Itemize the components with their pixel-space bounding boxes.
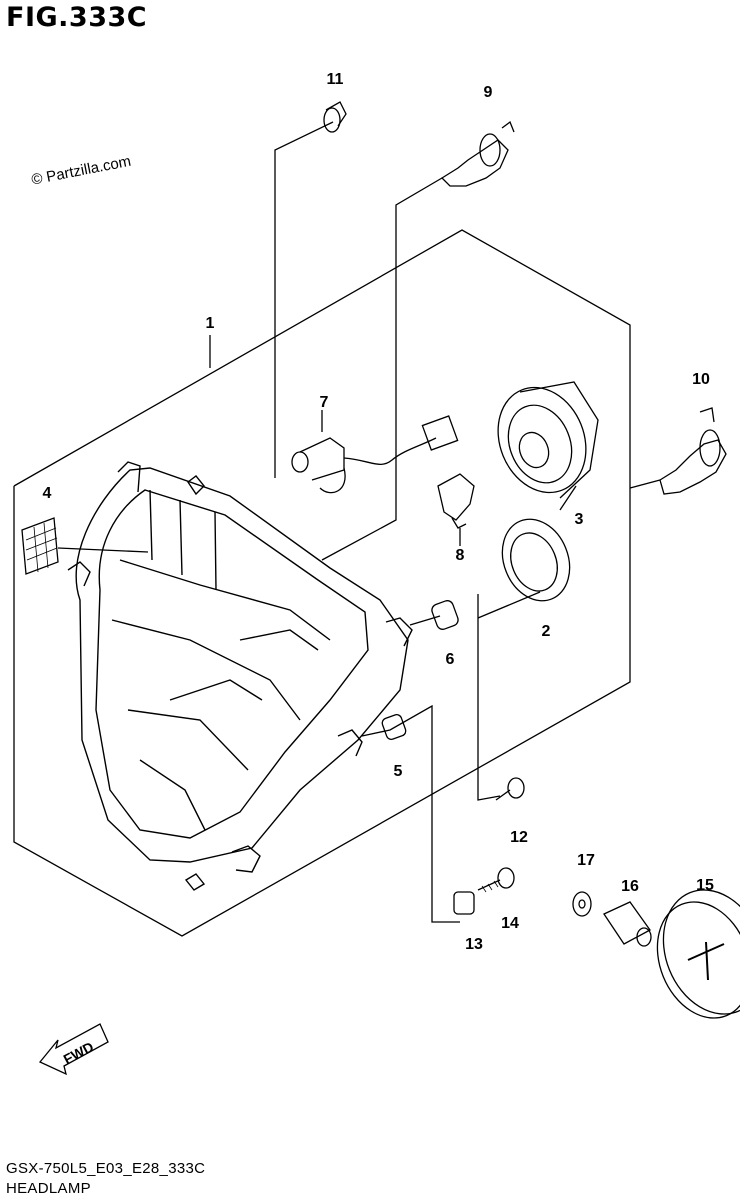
callout-10[interactable]: 10 — [692, 371, 710, 388]
callout-8[interactable]: 8 — [455, 547, 465, 564]
callout-4[interactable]: 4 — [42, 485, 52, 502]
bulb-10 — [659, 407, 727, 495]
drawing-code: GSX-750L5_E03_E28_333C — [6, 1160, 206, 1177]
leader-line-2 — [477, 591, 541, 619]
dust-cover-3 — [497, 381, 599, 499]
callout-1[interactable]: 1 — [205, 315, 215, 332]
callout-17[interactable]: 17 — [577, 852, 595, 869]
figure-caption: HEADLAMP — [6, 1180, 91, 1197]
screw-12 — [495, 777, 525, 801]
bulb-holder-8 — [437, 473, 475, 529]
bolt-13 — [453, 891, 475, 915]
callout-12[interactable]: 12 — [510, 829, 528, 846]
bulb-9 — [440, 120, 515, 187]
seal-ring-2 — [501, 518, 571, 602]
callout-2[interactable]: 2 — [541, 623, 551, 640]
grommet-5 — [381, 714, 407, 740]
leader-line-3 — [559, 485, 577, 511]
callout-7[interactable]: 7 — [319, 394, 329, 411]
leader-line-11 — [274, 121, 334, 478]
figure-title: FIG.333C — [6, 2, 148, 33]
callout-3[interactable]: 3 — [574, 511, 584, 528]
callout-14[interactable]: 14 — [501, 915, 519, 932]
callout-9[interactable]: 9 — [483, 84, 493, 101]
reflector-plate — [21, 517, 59, 575]
fwd-arrow-icon — [38, 1023, 109, 1076]
grommet-6 — [431, 600, 459, 630]
callout-6[interactable]: 6 — [445, 651, 455, 668]
leader-line-12 — [477, 594, 501, 801]
socket-harness — [291, 415, 459, 494]
callout-16[interactable]: 16 — [621, 878, 639, 895]
leader-line-9 — [321, 177, 443, 561]
spacer-16 — [603, 901, 652, 947]
callout-15[interactable]: 15 — [696, 877, 714, 894]
leader-line-5 — [361, 704, 460, 923]
callout-13[interactable]: 13 — [465, 936, 483, 953]
bulb-11 — [323, 101, 347, 133]
leader-line-10 — [629, 479, 661, 489]
washer-17 — [572, 891, 592, 917]
cap-15 — [656, 889, 740, 1019]
callout-11[interactable]: 11 — [326, 71, 344, 88]
leader-line-6 — [409, 615, 441, 626]
screw-14 — [477, 867, 515, 893]
assembly-outline — [13, 229, 631, 937]
headlamp-housing — [67, 461, 413, 891]
callout-5[interactable]: 5 — [393, 763, 403, 780]
